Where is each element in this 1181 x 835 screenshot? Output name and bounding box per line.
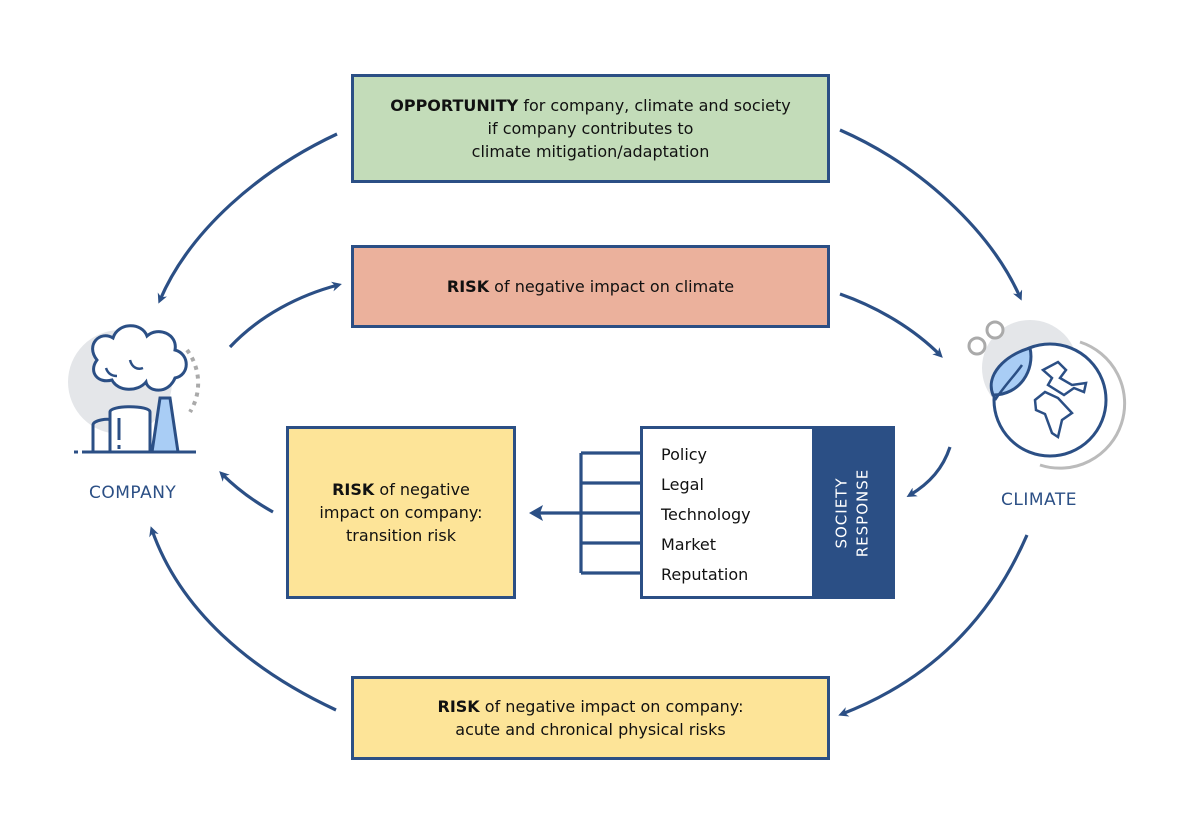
physical-risk-line2: acute and chronical physical risks [455,720,726,739]
globe-leaf-icon [967,320,1127,470]
risk-climate-text: of negative impact on climate [489,277,735,296]
arrow-company-to-risk-climate [228,281,342,349]
society-response-box: Policy Legal Technology Market Reputatio… [640,426,895,599]
opportunity-line3: climate mitigation/adaptation [471,142,710,161]
factor-technology: Technology [661,505,751,524]
arrow-physical-to-company [149,526,337,712]
climate-label: CLIMATE [1001,490,1077,510]
risk-climate-box: RISK of negative impact on climate [351,245,830,328]
factor-market: Market [661,535,716,554]
risk-climate-keyword: RISK [446,277,490,296]
arrow-climate-to-physical [838,534,1029,717]
physical-risk-line1: of negative impact on company: [479,697,744,716]
factor-reputation: Reputation [661,565,749,584]
factor-policy: Policy [661,445,708,464]
society-response-header: SOCIETY RESPONSE [812,429,892,596]
company-label: COMPANY [89,483,177,503]
arrow-climate-to-society [906,446,952,498]
opportunity-line1: for company, climate and society [518,96,791,115]
factor-bracket [540,451,645,575]
opportunity-box: OPPORTUNITY for company, climate and soc… [351,74,830,183]
transition-risk-line1: of negative [374,480,470,499]
transition-risk-keyword: RISK [332,480,375,499]
opportunity-keyword: OPPORTUNITY [390,96,519,115]
physical-risk-box: RISK of negative impact on company: acut… [351,676,830,760]
arrow-transition-to-company [219,471,274,514]
arrow-opportunity-to-climate [839,128,1023,301]
transition-risk-line3: transition risk [346,526,456,545]
arrow-opportunity-to-company [157,132,338,304]
society-title-line1: SOCIETY [832,476,850,549]
arrow-risk-climate-to-climate [839,292,943,358]
opportunity-line2: if company contributes to [487,119,694,138]
society-title-line2: RESPONSE [853,468,871,557]
physical-risk-keyword: RISK [437,697,480,716]
transition-risk-line2: impact on company: [319,503,483,522]
transition-risk-box: RISK of negative impact on company: tran… [286,426,516,599]
arrow-society-to-transition [529,505,543,521]
factory-icon [68,324,201,454]
factor-legal: Legal [661,475,704,494]
